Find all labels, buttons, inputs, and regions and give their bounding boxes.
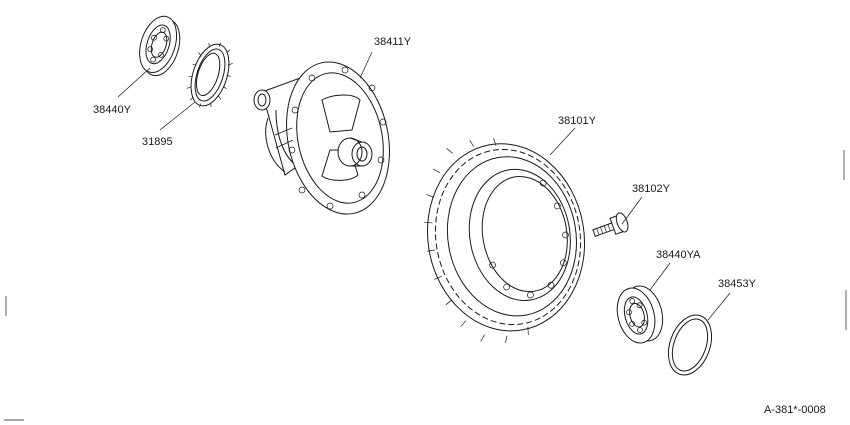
ball-bearing-icon[interactable] [132, 12, 187, 81]
shim-ring-icon[interactable] [661, 309, 720, 381]
splined-washer-icon[interactable] [180, 36, 239, 113]
part-number-38440ya[interactable]: 38440YA [656, 249, 701, 261]
ball-bearing-icon[interactable] [611, 282, 668, 347]
differential-case-icon[interactable] [253, 52, 403, 223]
diagram-reference-code: A-381*-0008 [764, 404, 826, 416]
part-number-31895[interactable]: 31895 [142, 136, 173, 148]
part-number-38453y[interactable]: 38453Y [718, 278, 757, 290]
leader-line [359, 51, 373, 79]
part-number-38101y[interactable]: 38101Y [558, 115, 597, 127]
part-number-38102y[interactable]: 38102Y [632, 183, 671, 195]
leader-line [621, 196, 643, 225]
ring-gear-icon[interactable] [410, 123, 601, 353]
leader-line [707, 292, 731, 321]
part-number-38411y[interactable]: 38411Y [374, 36, 412, 48]
bolt-icon[interactable] [591, 211, 631, 242]
leader-line [159, 101, 196, 131]
leader-line [117, 67, 151, 98]
leader-line [549, 127, 576, 156]
part-number-38440y[interactable]: 38440Y [93, 104, 132, 116]
leader-line [649, 262, 671, 291]
